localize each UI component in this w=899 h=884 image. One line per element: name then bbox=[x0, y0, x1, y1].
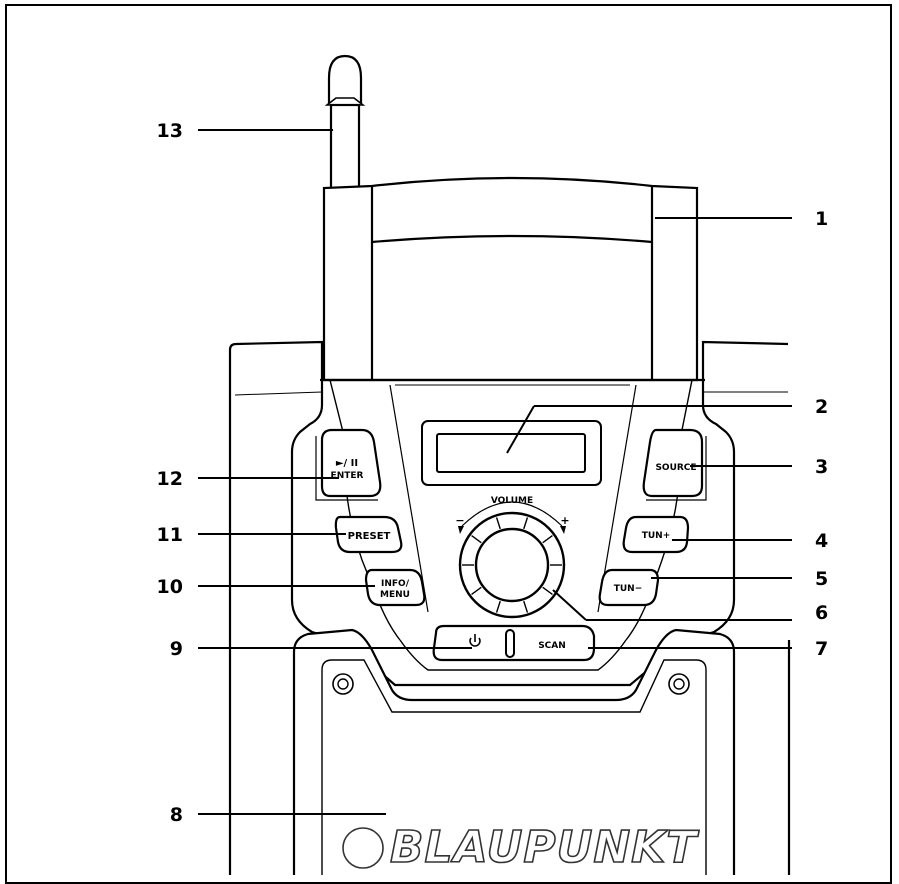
info-menu-button[interactable]: INFO/ MENU bbox=[364, 568, 426, 607]
volume-plus-label: + bbox=[560, 514, 569, 527]
callout-2: 2 bbox=[815, 396, 828, 418]
body-left-side bbox=[228, 340, 341, 875]
tun-minus-label: TUN− bbox=[614, 584, 643, 594]
info-menu-label-2: MENU bbox=[380, 590, 410, 600]
callout-3: 3 bbox=[815, 456, 828, 478]
play-enter-label-1: ►/ II bbox=[336, 458, 358, 469]
callout-lines bbox=[198, 129, 792, 815]
scan-label: SCAN bbox=[538, 641, 566, 651]
body-right-side bbox=[685, 340, 791, 875]
callout-12: 12 bbox=[157, 468, 183, 490]
callout-1: 1 bbox=[815, 208, 828, 230]
screw-icon bbox=[332, 673, 354, 695]
antenna bbox=[324, 54, 366, 197]
callout-9: 9 bbox=[170, 638, 183, 660]
source-label: SOURCE bbox=[655, 463, 696, 473]
power-icon bbox=[469, 634, 481, 647]
callout-4: 4 bbox=[815, 530, 828, 552]
knob-rib bbox=[542, 535, 553, 544]
knob-rib bbox=[495, 600, 501, 613]
tun-plus-label: TUN+ bbox=[642, 531, 671, 541]
play-enter-button[interactable]: ►/ II ENTER bbox=[315, 428, 382, 501]
power-scan-bar bbox=[432, 624, 596, 662]
volume-knob[interactable]: VOLUME − + bbox=[455, 496, 570, 619]
volume-label: VOLUME bbox=[491, 496, 533, 506]
preset-label: PRESET bbox=[348, 531, 391, 542]
brand-text: BLAUPUNKT bbox=[390, 822, 699, 873]
callout-6: 6 bbox=[815, 602, 828, 624]
callout-numbers: 13 12 11 10 9 8 1 2 3 4 5 6 7 bbox=[157, 120, 829, 826]
callout-5: 5 bbox=[815, 568, 828, 590]
screw-icon bbox=[668, 673, 690, 695]
front-panel: BLAUPUNKT bbox=[292, 628, 736, 875]
play-enter-label-2: ENTER bbox=[331, 471, 364, 481]
callout-11: 11 bbox=[157, 524, 183, 546]
tun-minus-button[interactable]: TUN− bbox=[598, 568, 660, 607]
callout-8: 8 bbox=[170, 804, 183, 826]
knob-rib bbox=[523, 600, 529, 613]
preset-button[interactable]: PRESET bbox=[334, 515, 403, 554]
callout-10: 10 bbox=[157, 576, 183, 598]
knob-rib bbox=[471, 586, 482, 595]
scan-button[interactable]: SCAN bbox=[538, 641, 566, 651]
knob-rib bbox=[542, 586, 553, 595]
knob-rib bbox=[523, 517, 529, 530]
volume-minus-label: − bbox=[455, 514, 464, 527]
knob-rib bbox=[495, 517, 501, 530]
carry-handle bbox=[322, 176, 699, 382]
lcd-display bbox=[421, 420, 602, 486]
power-button[interactable] bbox=[469, 634, 481, 647]
info-menu-label-1: INFO/ bbox=[381, 579, 410, 589]
callout-7: 7 bbox=[815, 638, 828, 660]
knob-rib bbox=[471, 535, 482, 544]
brand-logo: BLAUPUNKT bbox=[342, 821, 699, 874]
source-button[interactable]: SOURCE bbox=[642, 428, 707, 501]
tun-plus-button[interactable]: TUN+ bbox=[622, 515, 690, 554]
callout-13: 13 bbox=[157, 120, 183, 142]
